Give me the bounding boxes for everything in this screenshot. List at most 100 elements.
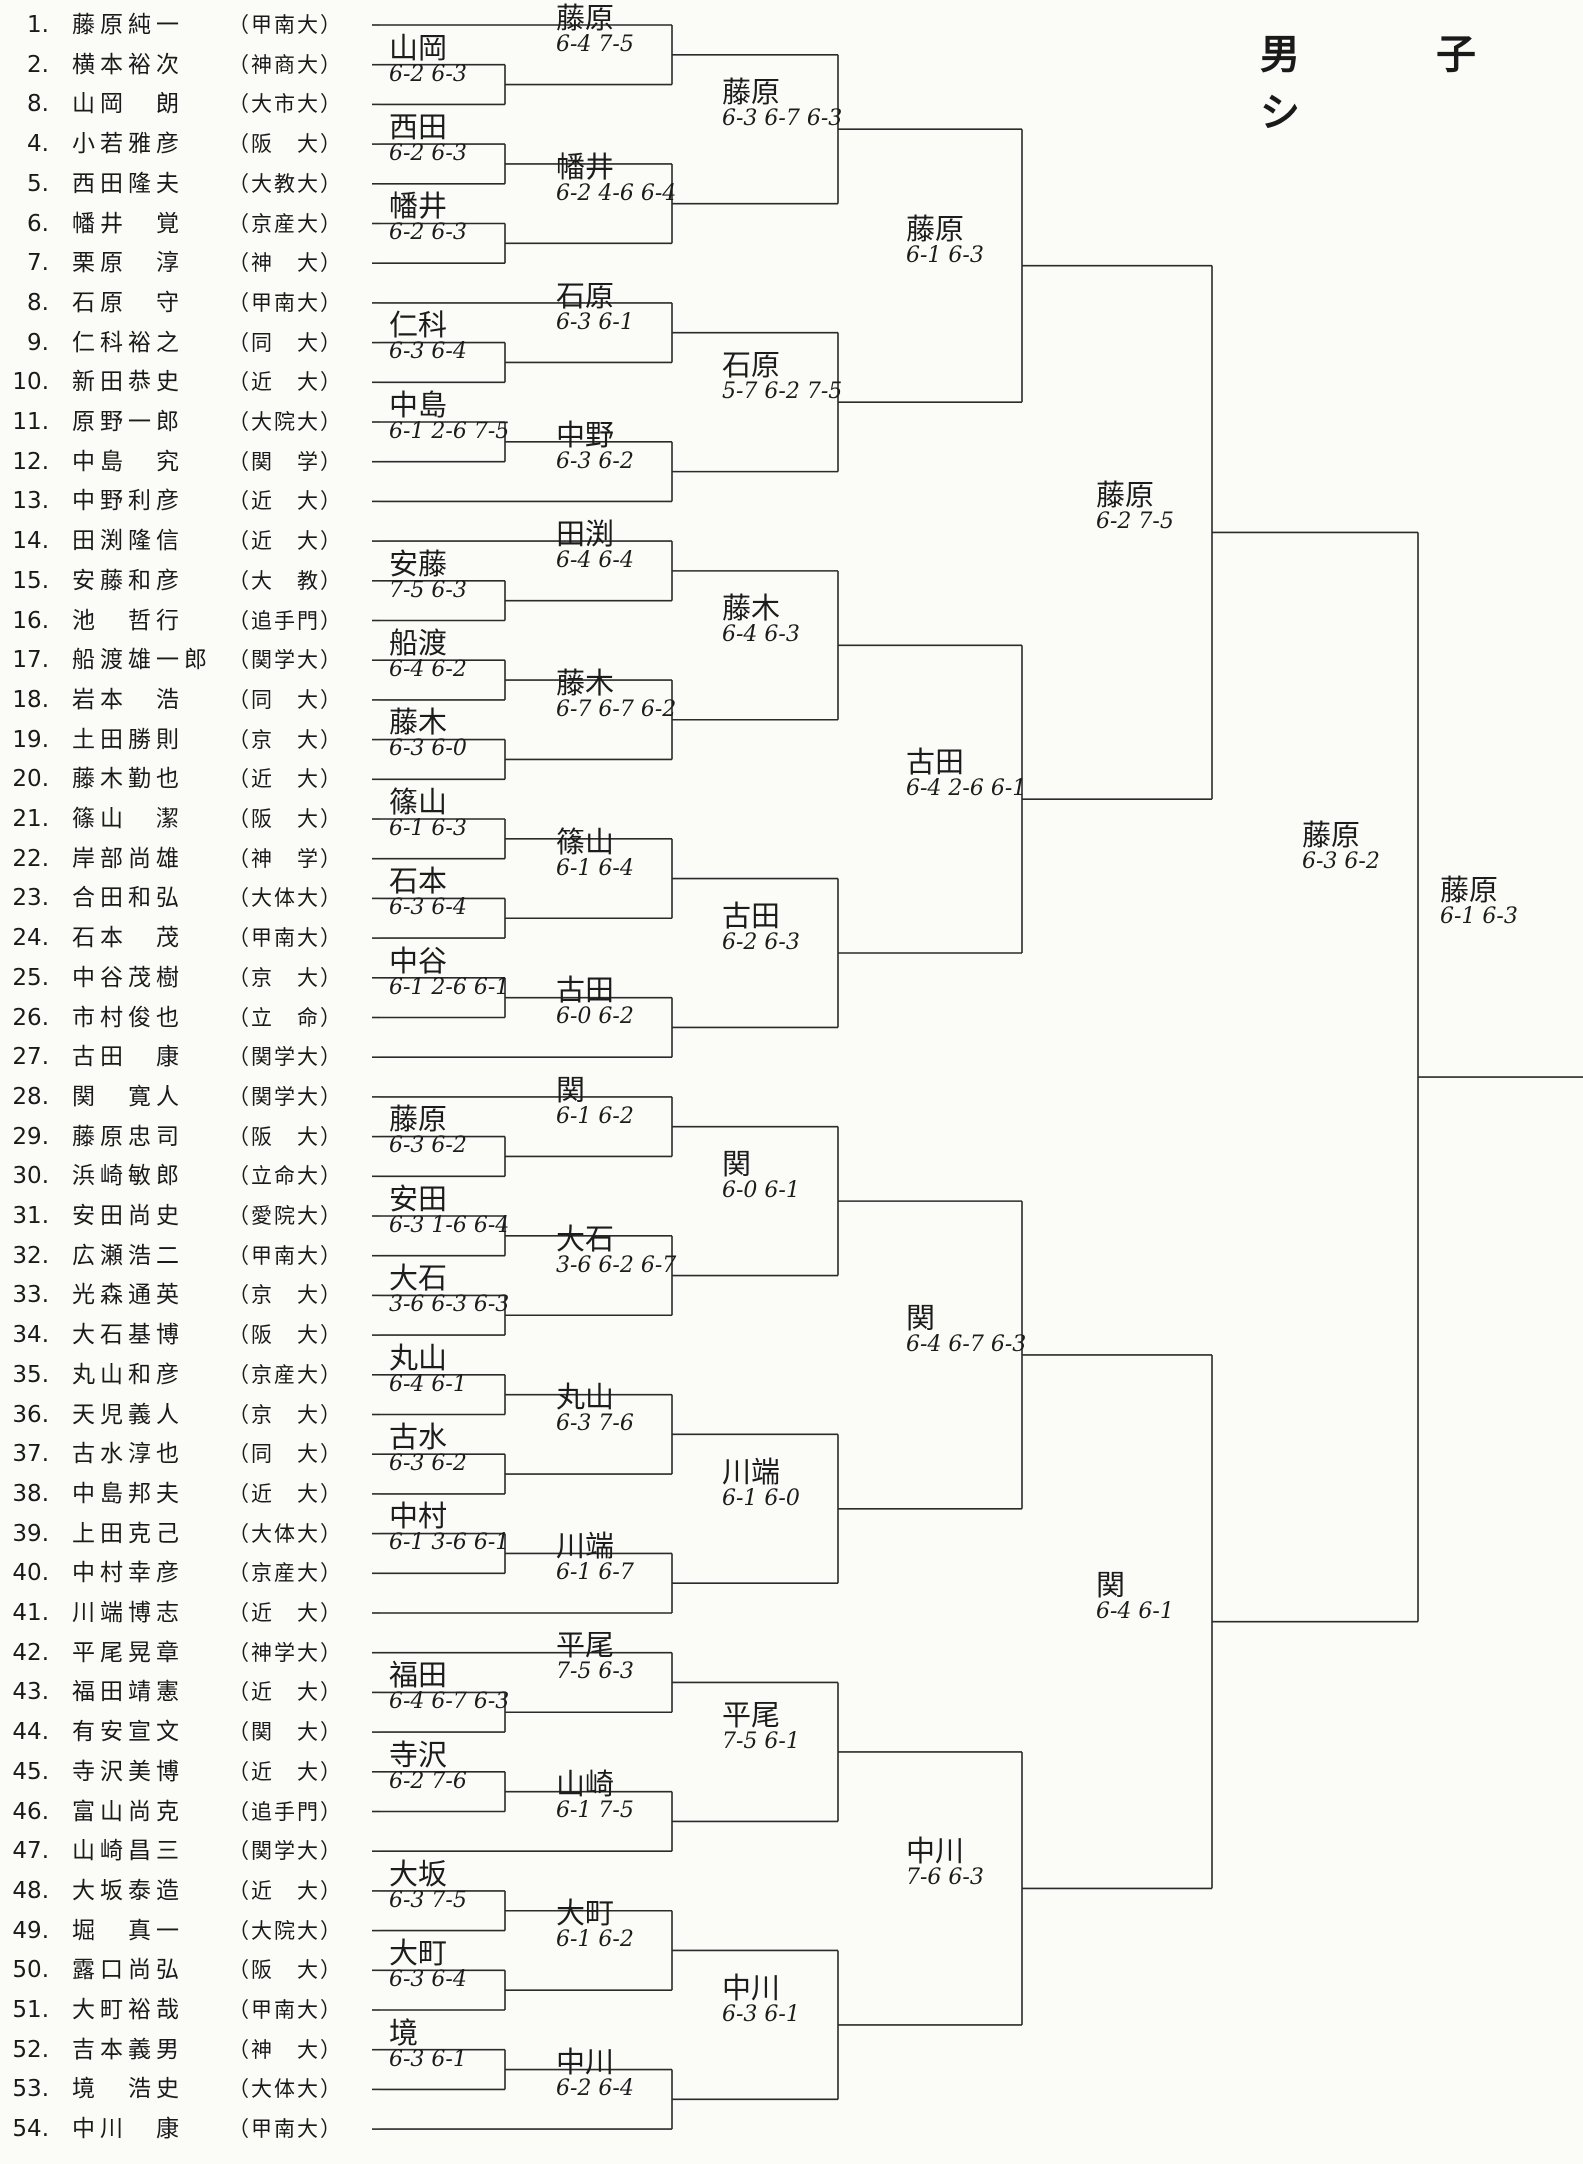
player-university: （関学大）	[228, 1839, 343, 1864]
player-name: 安田尚史	[72, 1203, 184, 1229]
winner-name: 関	[1096, 1567, 1126, 1602]
player-row: 17.船渡雄一郎（関学大）	[0, 642, 370, 678]
player-number: 14.	[12, 528, 49, 555]
player-number: 7.	[27, 250, 49, 277]
player-name: 広瀬浩二	[72, 1242, 184, 1269]
player-row: 7.栗原 淳（神 大）	[0, 245, 370, 281]
match-score: 6-4 6-1	[389, 1371, 467, 1397]
winner-name: 丸山	[556, 1380, 615, 1415]
player-name: 中川 康	[72, 2116, 184, 2143]
match-score: 7-5 6-3	[556, 1659, 634, 1685]
page-title: 男 子 シ	[1260, 31, 1564, 136]
player-number: 9.	[27, 329, 49, 356]
player-university: （阪 大）	[228, 1323, 343, 1348]
player-university: （関学大）	[228, 1084, 343, 1109]
winner-name: 石本	[389, 864, 448, 899]
player-name: 岩本 浩	[72, 686, 184, 713]
player-row: 45.寺沢美博（近 大）	[0, 1754, 370, 1790]
player-row: 41.川端博志（近 大）	[0, 1595, 370, 1631]
player-row: 34.大石基博（阪 大）	[0, 1317, 370, 1353]
winner-name: 大石	[556, 1221, 615, 1256]
winner-name: 関	[906, 1300, 936, 1335]
player-university: （京 大）	[228, 1283, 343, 1308]
player-row: 6.幡井 覚（京産大）	[0, 206, 370, 242]
player-university: （神商大）	[228, 52, 343, 77]
winner-name: 藤原	[1096, 478, 1155, 513]
match-score: 6-3 6-1	[556, 309, 634, 335]
player-row: 40.中村幸彦（京産大）	[0, 1555, 370, 1591]
winner-name: 藤原	[556, 0, 615, 35]
player-university: （京 大）	[228, 965, 343, 990]
player-name: 上田克己	[72, 1520, 184, 1547]
player-university: （甲南大）	[228, 1243, 343, 1268]
winner-name: 大坂	[389, 1856, 448, 1891]
match-score: 6-3 6-2	[1302, 849, 1380, 875]
match-score: 6-3 6-1	[389, 2046, 467, 2072]
player-university: （関 大）	[228, 1720, 343, 1745]
winner-name: 中村	[389, 1499, 448, 1534]
player-row: 12.中島 究（関 学）	[0, 444, 370, 480]
player-name: 岸部尚雄	[72, 845, 184, 872]
match-score: 6-4 2-6 6-1	[906, 776, 1027, 802]
player-row: 15.安藤和彦（大 教）	[0, 563, 370, 599]
player-number: 4.	[27, 131, 49, 158]
player-name: 中野利彦	[72, 488, 184, 515]
player-number: 20.	[12, 766, 49, 793]
player-university: （京産大）	[228, 1362, 343, 1387]
match-score: 6-3 6-0	[389, 736, 467, 762]
match-score: 6-4 6-2	[389, 657, 467, 683]
player-name: 丸山和彦	[72, 1361, 184, 1388]
winner-name: 安藤	[389, 546, 448, 581]
player-university: （近 大）	[228, 1680, 343, 1705]
player-university: （大市大）	[228, 92, 343, 117]
winner-name: 関	[722, 1147, 752, 1182]
player-row: 38.中島邦夫（近 大）	[0, 1476, 370, 1512]
player-name: 吉本義男	[72, 2036, 184, 2063]
match-score: 6-1 6-3	[389, 815, 467, 841]
player-name: 山崎昌三	[72, 1838, 184, 1865]
player-university: （同 大）	[228, 330, 343, 355]
player-university: （近 大）	[228, 370, 343, 395]
player-row: 30.浜崎敏郎（立命大）	[0, 1158, 370, 1194]
player-number: 44.	[12, 1719, 49, 1746]
winner-name: 中川	[906, 1834, 965, 1869]
player-row: 8.石原 守（甲南大）	[0, 285, 370, 321]
player-row: 28.関 寛人（関学大）	[0, 1079, 370, 1115]
player-number: 31.	[12, 1203, 49, 1229]
player-university: （関学大）	[228, 1045, 343, 1070]
match-score: 6-1 2-6 7-5	[389, 418, 510, 444]
player-name: 中島邦夫	[72, 1480, 184, 1507]
player-name: 田渕隆信	[72, 528, 184, 555]
player-number: 36.	[12, 1401, 49, 1428]
winner-name: 藤原	[1302, 818, 1361, 853]
player-row: 26.市村俊也（立 命）	[0, 1000, 370, 1036]
player-university: （追手門）	[228, 608, 343, 633]
player-name: 小若雅彦	[72, 131, 184, 158]
player-number: 8.	[27, 91, 49, 118]
player-number: 33.	[12, 1282, 49, 1309]
player-number: 43.	[12, 1679, 49, 1706]
player-name: 篠山 潔	[72, 806, 184, 832]
player-university: （神 大）	[228, 2037, 343, 2062]
match-score: 6-1 2-6 6-1	[389, 974, 510, 1000]
player-name: 幡井 覚	[72, 210, 184, 237]
player-row: 52.吉本義男（神 大）	[0, 2032, 370, 2068]
player-row: 27.古田 康（関学大）	[0, 1039, 370, 1075]
player-name: 有安宣文	[72, 1719, 184, 1746]
player-row: 11.原野一郎（大院大）	[0, 404, 370, 440]
